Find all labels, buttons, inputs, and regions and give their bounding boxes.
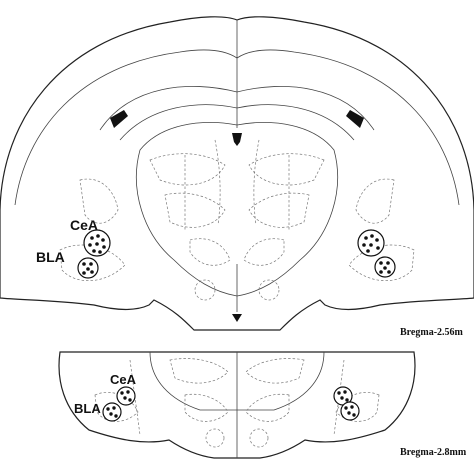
upper-coronal-section xyxy=(0,16,474,331)
upper-bregma-label: Bregma-2.56m xyxy=(400,327,464,338)
upper-cea-label: CeA xyxy=(70,217,98,233)
upper-third-ventricle-lower xyxy=(232,314,242,322)
lower-bla-label: BLA xyxy=(74,401,101,416)
lower-outline xyxy=(58,351,416,459)
upper-left-ventricle xyxy=(110,110,128,128)
upper-thalamus-outline xyxy=(136,122,338,297)
upper-cortex-outline xyxy=(0,16,474,331)
lower-right-cea-site xyxy=(333,386,353,406)
lower-left-bla-site xyxy=(102,402,122,422)
upper-hippocampus-left xyxy=(99,86,238,131)
lower-coronal-section xyxy=(58,351,416,459)
upper-right-bla-site xyxy=(374,256,396,278)
upper-inner-cortex xyxy=(14,49,460,206)
lower-cea-label: CeA xyxy=(110,372,137,387)
lower-left-cea-site xyxy=(116,386,136,406)
lower-right-bla-site xyxy=(340,401,360,421)
upper-dashed-nuclei xyxy=(59,139,415,301)
upper-hippocampus-right xyxy=(236,86,375,131)
upper-hippocampus-inner xyxy=(119,104,355,141)
upper-left-cea-site xyxy=(83,229,111,257)
upper-right-cea-site xyxy=(357,229,385,257)
upper-right-ventricle xyxy=(346,110,364,128)
upper-bla-label: BLA xyxy=(36,249,65,265)
upper-third-ventricle xyxy=(232,133,242,146)
upper-left-bla-site xyxy=(77,257,99,279)
lower-bregma-label: Bregma-2.8mm xyxy=(400,447,467,458)
